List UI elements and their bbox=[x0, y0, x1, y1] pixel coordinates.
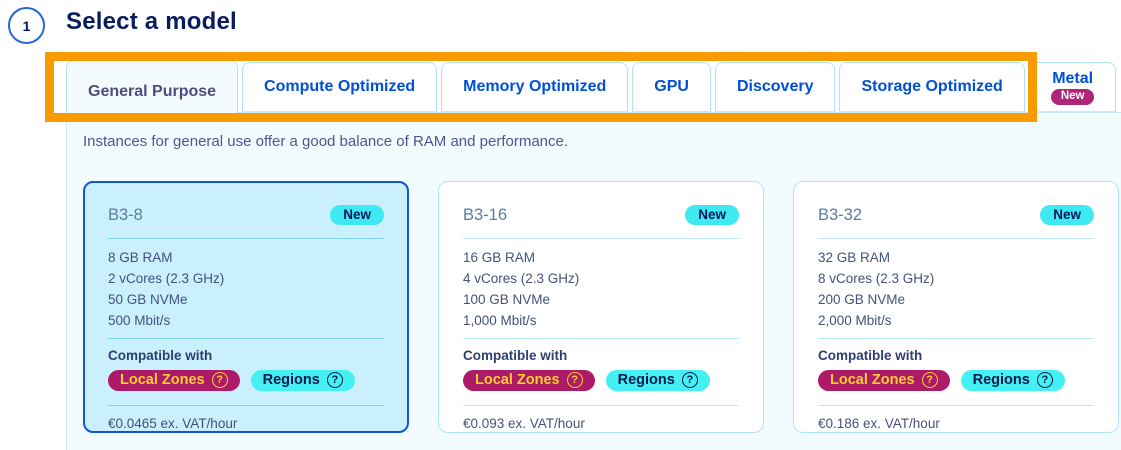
regions-badge: Regions? bbox=[605, 370, 710, 391]
compatible-with-label: Compatible with bbox=[818, 348, 923, 363]
divider bbox=[463, 405, 739, 406]
divider bbox=[108, 405, 384, 406]
tab-compute-optimized[interactable]: Compute Optimized bbox=[242, 62, 438, 112]
divider bbox=[463, 338, 739, 339]
tab-label: Discovery bbox=[736, 78, 814, 95]
model-card-b3-32[interactable]: B3-32 New 32 GB RAM 8 vCores (2.3 GHz) 200 G… bbox=[793, 181, 1119, 433]
help-icon[interactable]: ? bbox=[921, 372, 938, 388]
badge-label: Regions bbox=[617, 372, 675, 388]
help-icon[interactable]: ? bbox=[1036, 372, 1053, 388]
regions-badge: Regions? bbox=[960, 370, 1065, 391]
compatibility-badges: Local Zones?Regions? bbox=[108, 370, 384, 391]
new-badge: New bbox=[685, 205, 739, 225]
price-label: €0.093 ex. VAT/hour bbox=[463, 416, 585, 431]
spec-line: 50 GB NVMe bbox=[108, 292, 188, 307]
model-name: B3-8 bbox=[108, 205, 143, 224]
spec-line: 2,000 Mbit/s bbox=[818, 313, 892, 328]
spec-line: 32 GB RAM bbox=[818, 250, 891, 265]
spec-list: 8 GB RAM 2 vCores (2.3 GHz) 50 GB NVMe 500 … bbox=[108, 247, 384, 331]
tab-general-purpose[interactable]: General Purpose bbox=[66, 60, 239, 122]
badge-label: Local Zones bbox=[120, 372, 205, 388]
compatible-with-label: Compatible with bbox=[108, 348, 213, 363]
card-header: B3-32 New bbox=[818, 203, 1094, 227]
divider bbox=[108, 238, 384, 239]
tab-memory-optimized[interactable]: Memory Optimized bbox=[441, 62, 629, 112]
spec-line: 500 Mbit/s bbox=[108, 313, 171, 328]
tab-label: General Purpose bbox=[88, 82, 217, 100]
divider bbox=[818, 405, 1094, 406]
tab-content-panel: Instances for general use offer a good b… bbox=[66, 112, 1121, 450]
spec-line: 4 vCores (2.3 GHz) bbox=[463, 271, 580, 286]
model-card-b3-8[interactable]: B3-8 New 8 GB RAM 2 vCores (2.3 GHz) 50 GB N… bbox=[83, 181, 409, 433]
model-category-tabs: General Purpose Compute Optimized Memory O… bbox=[66, 60, 1120, 122]
spec-line: 1,000 Mbit/s bbox=[463, 313, 537, 328]
divider bbox=[108, 338, 384, 339]
local-zones-badge: Local Zones? bbox=[463, 370, 595, 391]
new-badge: New bbox=[330, 205, 384, 225]
step-indicator: 1 bbox=[8, 7, 45, 44]
tab-label: Memory Optimized bbox=[463, 78, 607, 95]
spec-line: 200 GB NVMe bbox=[818, 292, 906, 307]
divider bbox=[463, 238, 739, 239]
regions-badge: Regions? bbox=[250, 370, 355, 391]
tab-label: GPU bbox=[654, 78, 689, 95]
tab-label: Compute Optimized bbox=[264, 78, 416, 95]
help-icon[interactable]: ? bbox=[211, 372, 228, 388]
badge-label: Local Zones bbox=[475, 372, 560, 388]
compatible-with-label: Compatible with bbox=[463, 348, 568, 363]
tab-label: Metal bbox=[1052, 69, 1094, 87]
badge-label: Regions bbox=[262, 372, 320, 388]
tab-discovery[interactable]: Discovery bbox=[714, 62, 836, 112]
badge-label: Local Zones bbox=[830, 372, 915, 388]
local-zones-badge: Local Zones? bbox=[818, 370, 950, 391]
spec-line: 2 vCores (2.3 GHz) bbox=[108, 271, 225, 286]
help-icon[interactable]: ? bbox=[326, 372, 343, 388]
spec-list: 32 GB RAM 8 vCores (2.3 GHz) 200 GB NVMe 2,… bbox=[818, 247, 1094, 331]
compatibility-badges: Local Zones?Regions? bbox=[463, 370, 739, 391]
model-card-b3-16[interactable]: B3-16 New 16 GB RAM 4 vCores (2.3 GHz) 100 G… bbox=[438, 181, 764, 433]
new-badge: New bbox=[1050, 88, 1095, 105]
spec-line: 100 GB NVMe bbox=[463, 292, 551, 307]
price-label: €0.186 ex. VAT/hour bbox=[818, 416, 940, 431]
model-cards-row: B3-8 New 8 GB RAM 2 vCores (2.3 GHz) 50 GB N… bbox=[83, 181, 1119, 433]
local-zones-badge: Local Zones? bbox=[108, 370, 240, 391]
help-icon[interactable]: ? bbox=[681, 372, 698, 388]
category-description: Instances for general use offer a good b… bbox=[83, 133, 569, 150]
new-badge: New bbox=[1040, 205, 1094, 225]
card-header: B3-8 New bbox=[108, 203, 384, 227]
price-label: €0.0465 ex. VAT/hour bbox=[108, 416, 238, 431]
badge-label: Regions bbox=[972, 372, 1030, 388]
step-number: 1 bbox=[22, 17, 31, 34]
page-title: Select a model bbox=[66, 8, 237, 35]
spec-line: 16 GB RAM bbox=[463, 250, 536, 265]
help-icon[interactable]: ? bbox=[566, 372, 583, 388]
tab-storage-optimized[interactable]: Storage Optimized bbox=[839, 62, 1025, 112]
model-name: B3-32 bbox=[818, 205, 863, 224]
divider bbox=[818, 338, 1094, 339]
tab-label: Storage Optimized bbox=[861, 78, 1003, 95]
tab-gpu[interactable]: GPU bbox=[632, 62, 711, 112]
divider bbox=[818, 238, 1094, 239]
spec-line: 8 GB RAM bbox=[108, 250, 173, 265]
spec-list: 16 GB RAM 4 vCores (2.3 GHz) 100 GB NVMe 1,… bbox=[463, 247, 739, 331]
compatibility-badges: Local Zones?Regions? bbox=[818, 370, 1094, 391]
spec-line: 8 vCores (2.3 GHz) bbox=[818, 271, 935, 286]
card-header: B3-16 New bbox=[463, 203, 739, 227]
model-name: B3-16 bbox=[463, 205, 508, 224]
